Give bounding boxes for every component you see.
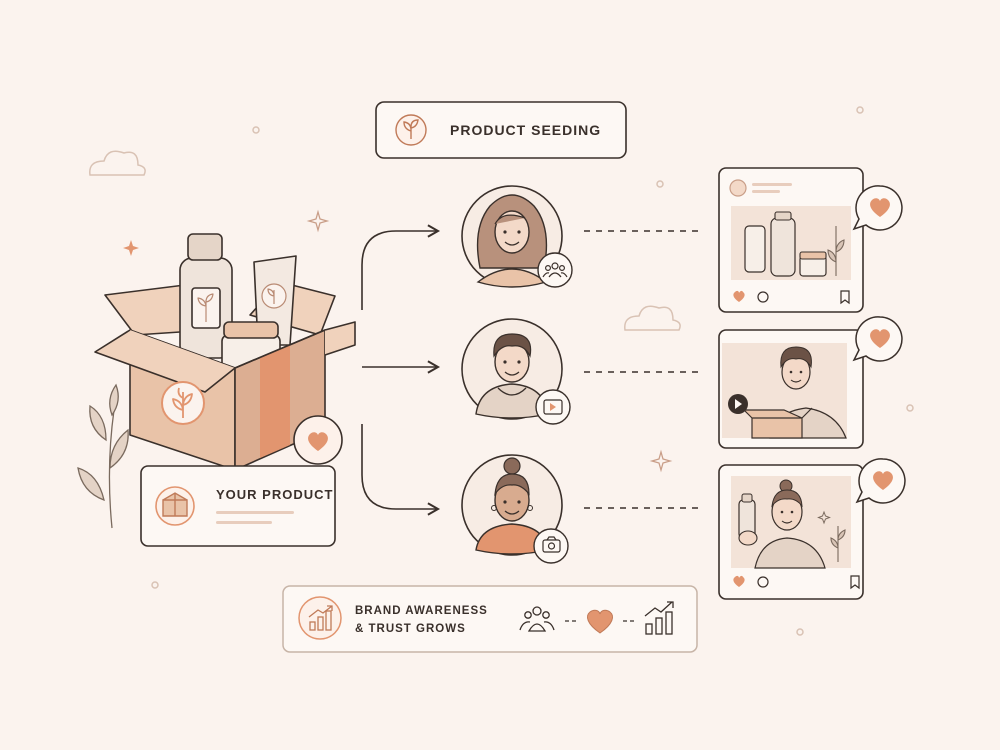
influencer-woman-long-hair <box>461 185 573 288</box>
placeholder-line <box>216 521 272 524</box>
sparkle-icon <box>306 209 330 233</box>
people-icon <box>519 606 555 632</box>
heart-icon <box>873 471 893 490</box>
dashed-connectors <box>584 230 700 509</box>
sparkle-icon <box>123 240 139 256</box>
avatar <box>729 179 747 197</box>
social-post-3 <box>718 464 864 600</box>
video-play-icon <box>543 399 563 415</box>
sparkles <box>123 209 673 473</box>
comment-icon[interactable] <box>757 576 769 588</box>
decorations <box>89 106 914 636</box>
heart-icon <box>870 198 890 217</box>
heart-icon <box>308 432 328 451</box>
dot-decoration <box>656 180 664 188</box>
influencer-man-hoodie <box>461 318 571 425</box>
cloud-icon <box>624 305 681 331</box>
sparkle-icon <box>649 449 673 473</box>
heart-icon <box>587 609 613 634</box>
bookmark-icon[interactable] <box>850 575 860 590</box>
distribution-arrows <box>361 224 441 516</box>
your-product-card: YOUR PRODUCT <box>140 465 336 547</box>
bar-growth-icon <box>644 601 674 635</box>
arrow-to-influencer-1 <box>361 224 441 310</box>
page-title: PRODUCT SEEDING <box>450 122 601 138</box>
dot-decoration <box>151 581 159 589</box>
social-post-2 <box>718 329 864 449</box>
comment-icon[interactable] <box>757 291 769 303</box>
social-post-1 <box>718 167 864 313</box>
growth-chart-icon <box>298 596 342 640</box>
opened-box <box>742 407 813 439</box>
reaction-bubble-3 <box>855 458 906 504</box>
influencer-woman-bun <box>461 454 569 564</box>
arrow-to-influencer-3 <box>361 424 441 516</box>
outcome-line-1: BRAND AWARENESS <box>355 605 488 617</box>
outcome-line-2: & TRUST GROWS <box>355 623 466 635</box>
plant-illustration <box>77 383 129 529</box>
placeholder-line <box>216 511 294 514</box>
like-icon[interactable] <box>733 290 745 302</box>
heart-icon <box>870 329 890 348</box>
dot-decoration <box>252 126 260 134</box>
outcome-banner: BRAND AWARENESS & TRUST GROWS <box>282 585 698 653</box>
product-heart-badge <box>293 415 343 465</box>
like-icon[interactable] <box>733 575 745 587</box>
product-box-illustration <box>94 233 356 471</box>
product-label: YOUR PRODUCT <box>216 487 333 502</box>
cloud-icon <box>89 150 146 176</box>
dot-decoration <box>906 404 914 412</box>
bookmark-icon[interactable] <box>840 290 850 305</box>
camera-icon <box>542 536 561 553</box>
dot-decoration <box>856 106 864 114</box>
reaction-bubble-1 <box>852 185 903 231</box>
header-card: PRODUCT SEEDING <box>375 101 627 159</box>
community-icon <box>542 262 568 278</box>
reaction-bubble-2 <box>852 316 903 362</box>
dot-decoration <box>796 628 804 636</box>
